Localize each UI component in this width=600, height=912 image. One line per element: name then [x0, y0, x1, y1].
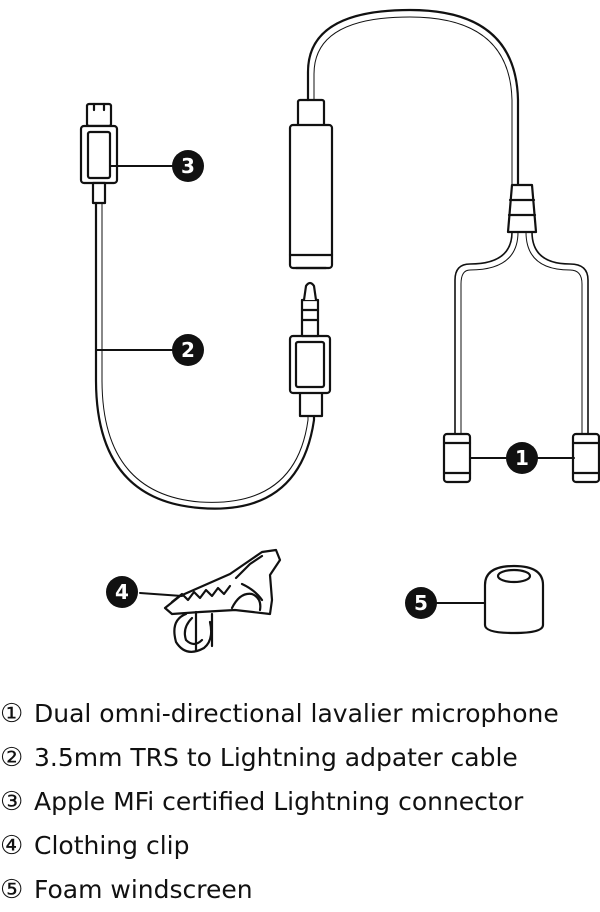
legend-marker: ④: [0, 831, 24, 861]
legend-text: Clothing clip: [34, 831, 190, 860]
svg-text:1: 1: [515, 446, 529, 470]
svg-text:3: 3: [181, 154, 195, 178]
adapter-cable: [94, 201, 316, 510]
lightning-connector: [79, 102, 119, 205]
split-cable-left-inner: [460, 231, 519, 435]
microphone-right: [571, 432, 600, 484]
foam-windscreen: [483, 564, 545, 635]
legend-text: Foam windscreen: [34, 875, 253, 904]
split-cable-right-inner: [525, 231, 583, 435]
legend-marker: ⑤: [0, 875, 24, 905]
callout-2: 2: [172, 334, 204, 366]
split-cable-right: [531, 231, 589, 435]
microphone-left: [442, 432, 472, 484]
adapter-cable-inner: [101, 202, 309, 503]
svg-text:2: 2: [181, 338, 195, 362]
legend-text: Dual omni-directional lavalier microphon…: [34, 699, 559, 728]
component-legend: ① Dual omni-directional lavalier micropho…: [0, 692, 600, 912]
legend-marker: ③: [0, 787, 24, 817]
split-cable-left: [454, 231, 513, 435]
legend-item-clothing-clip: ④ Clothing clip: [0, 824, 600, 868]
mic-cable-loop: [306, 8, 520, 187]
legend-marker: ①: [0, 699, 24, 729]
product-components-diagram: 1 2 3 4 5: [79, 8, 600, 653]
cable-splitter: [506, 183, 538, 234]
legend-item-microphone: ① Dual omni-directional lavalier micropho…: [0, 692, 600, 736]
svg-text:4: 4: [115, 580, 129, 604]
callout-5: 5: [405, 587, 437, 619]
svg-text:5: 5: [414, 591, 428, 615]
legend-item-adapter-cable: ② 3.5mm TRS to Lightning adpater cable: [0, 736, 600, 780]
legend-marker: ②: [0, 743, 24, 773]
callout-1: 1: [506, 442, 538, 474]
legend-item-foam-windscreen: ⑤ Foam windscreen: [0, 868, 600, 912]
clothing-clip: [163, 548, 282, 653]
legend-text: Apple MFi certified Lightning connector: [34, 787, 524, 816]
callout-lines: [95, 165, 575, 604]
trs-socket: [288, 98, 334, 270]
callout-4: 4: [106, 576, 138, 608]
mic-cable-loop-inner: [313, 16, 513, 186]
legend-item-lightning-connector: ③ Apple MFi certified Lightning connector: [0, 780, 600, 824]
callout-3: 3: [172, 150, 204, 182]
trs-plug: [288, 281, 332, 418]
legend-text: 3.5mm TRS to Lightning adpater cable: [34, 743, 518, 772]
